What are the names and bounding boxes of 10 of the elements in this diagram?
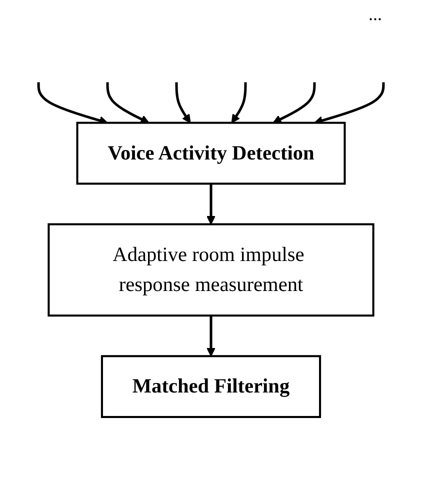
arrow bbox=[206, 184, 216, 225]
arrow bbox=[206, 316, 216, 357]
arrow bbox=[272, 82, 316, 124]
node-box: Matched Filtering bbox=[100, 355, 322, 418]
node-box: Voice Activity Detection bbox=[76, 122, 346, 185]
arrow bbox=[231, 82, 247, 124]
arrow bbox=[175, 82, 191, 124]
arrow bbox=[106, 82, 150, 124]
node-box: Adaptive room impulse response measurement bbox=[48, 223, 374, 317]
ellipsis-note: ... bbox=[368, 4, 382, 24]
